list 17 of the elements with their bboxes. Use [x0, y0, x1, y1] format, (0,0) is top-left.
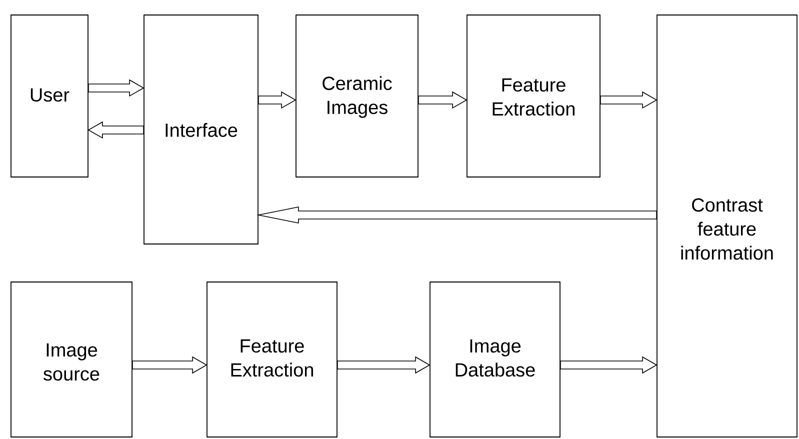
process-box: Image Database: [430, 282, 560, 438]
arrow: [600, 91, 658, 109]
process-box: Contrast feature information: [656, 14, 798, 438]
process-box: User: [10, 14, 88, 178]
process-box: Interface: [144, 14, 258, 244]
process-box: Feature Extraction: [466, 14, 600, 178]
arrow: [258, 91, 296, 109]
arrow: [88, 79, 144, 97]
process-box: Feature Extraction: [206, 282, 338, 438]
arrow: [560, 356, 658, 374]
arrow: [418, 91, 468, 109]
arrow: [132, 356, 208, 374]
process-box: Ceramic Images: [296, 14, 418, 178]
process-box: Image source: [10, 282, 132, 438]
arrow: [337, 356, 430, 374]
arrow: [88, 121, 144, 139]
arrow: [256, 206, 657, 224]
